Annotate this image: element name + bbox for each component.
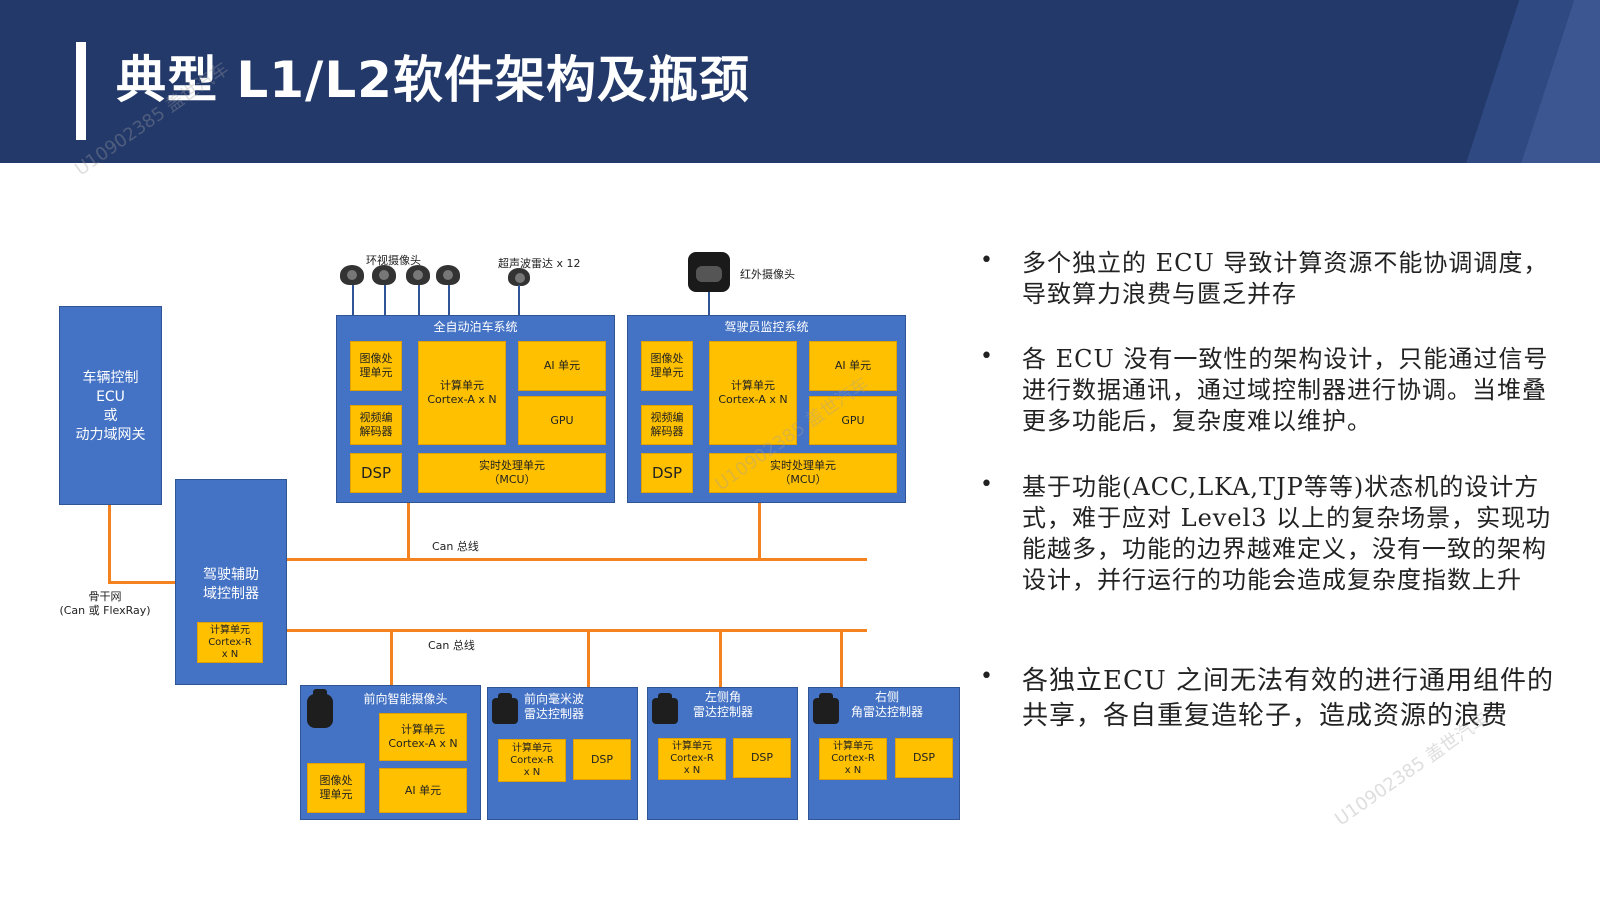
can-drop-line	[758, 503, 761, 559]
ultrasonic-label: 超声波雷达 x 12	[498, 257, 581, 270]
parking-mcu-cell: 实时处理单元 （MCU）	[418, 453, 606, 493]
adas-domain-controller-block: 驾驶辅助 域控制器 计算单元 Cortex-R x N	[175, 479, 287, 685]
driver-monitor-system-title: 驾驶员监控系统	[724, 320, 809, 334]
right-radar-block: 右侧 角雷达控制器 计算单元 Cortex-R x N DSP	[808, 687, 960, 820]
driver-monitor-system-block: 驾驶员监控系统 图像处 理单元 视频编 解码器 DSP 计算单元 Cortex-…	[627, 315, 906, 503]
adas-domain-controller-label: 驾驶辅助 域控制器	[203, 567, 259, 602]
can-bus-bottom-label: Can 总线	[428, 639, 475, 652]
front-radar-dsp-cell: DSP	[573, 739, 631, 780]
left-radar-title: 左侧角 雷达控制器	[692, 690, 753, 719]
vehicle-control-ecu-block: 车辆控制 ECU 或 动力域网关	[59, 306, 162, 505]
front-camera-ai-cell: AI 单元	[379, 768, 467, 813]
front-radar-title: 前向毫米波 雷达控制器	[524, 692, 585, 721]
camera-icon	[406, 265, 430, 285]
front-camera-title: 前向智能摄像头	[363, 692, 448, 706]
surround-camera-label: 环视摄像头	[366, 254, 421, 267]
parking-ai-cell: AI 单元	[518, 341, 606, 391]
front-camera-isp-cell: 图像处 理单元	[307, 763, 365, 813]
connector-line	[418, 285, 420, 315]
front-camera-block: 前向智能摄像头 计算单元 Cortex-A x N 图像处 理单元 AI 单元	[300, 685, 481, 820]
connector-line	[384, 285, 386, 315]
bullet-dot: •	[980, 472, 993, 497]
parking-dsp-cell: DSP	[350, 453, 402, 493]
left-radar-cpu-cell: 计算单元 Cortex-R x N	[658, 738, 726, 780]
left-radar-dsp-cell: DSP	[733, 738, 791, 778]
can-bus-bottom-line	[287, 629, 867, 632]
radar-sensor-icon	[652, 693, 678, 724]
monitor-gpu-cell: GPU	[809, 396, 897, 445]
camera-icon	[372, 265, 396, 285]
bottleneck-text: 各独立ECU 之间无法有效的进行通用组件的共享，各自重复造轮子，造成资源的浪费	[1022, 666, 1555, 731]
backbone-line	[108, 505, 111, 583]
title-accent-bar	[76, 42, 86, 140]
radar-sensor-icon	[813, 693, 839, 724]
right-radar-cpu-cell: 计算单元 Cortex-R x N	[819, 738, 887, 780]
parking-gpu-cell: GPU	[518, 396, 606, 445]
can-drop-line	[390, 629, 393, 687]
right-radar-dsp-cell: DSP	[895, 738, 953, 778]
bottleneck-text: 基于功能(ACC,LKA,TJP等等)状态机的设计方式，难于应对 Level3 …	[1022, 473, 1552, 594]
front-camera-icon	[307, 689, 333, 728]
connector-line	[352, 285, 354, 315]
monitor-ai-cell: AI 单元	[809, 341, 897, 391]
ultrasonic-sensor-icon	[508, 268, 530, 286]
right-radar-title: 右侧 角雷达控制器	[850, 690, 923, 719]
bottleneck-text: 多个独立的 ECU 导致计算资源不能协调调度，导致算力浪费与匮乏并存	[1022, 249, 1549, 308]
page-title: 典型 L1/L2软件架构及瓶颈	[116, 51, 750, 109]
left-radar-block: 左侧角 雷达控制器 计算单元 Cortex-R x N DSP	[647, 687, 798, 820]
connector-line	[518, 285, 520, 315]
parking-cpu-cell: 计算单元 Cortex-A x N	[418, 341, 506, 445]
front-camera-cpu-cell: 计算单元 Cortex-A x N	[379, 713, 467, 761]
monitor-dsp-cell: DSP	[641, 453, 693, 493]
can-bus-top-line	[287, 558, 867, 561]
bottleneck-text: 各 ECU 没有一致性的架构设计，只能通过信号进行数据通讯，通过域控制器进行协调…	[1022, 345, 1549, 435]
monitor-mcu-cell: 实时处理单元 （MCU）	[709, 453, 897, 493]
adas-cpu-cell: 计算单元 Cortex-R x N	[197, 622, 263, 663]
radar-sensor-icon	[492, 693, 518, 724]
front-radar-cpu-cell: 计算单元 Cortex-R x N	[498, 739, 566, 782]
monitor-codec-cell: 视频编 解码器	[641, 405, 693, 445]
backbone-label: 骨干网 (Can 或 FlexRay)	[59, 590, 151, 617]
camera-icon	[436, 265, 460, 285]
backbone-line	[108, 581, 176, 584]
front-radar-block: 前向毫米波 雷达控制器 计算单元 Cortex-R x N DSP	[487, 687, 638, 820]
auto-parking-system-title: 全自动泊车系统	[433, 320, 518, 334]
monitor-cpu-cell: 计算单元 Cortex-A x N	[709, 341, 797, 445]
bullet-dot: •	[980, 344, 993, 369]
monitor-isp-cell: 图像处 理单元	[641, 341, 693, 391]
bullet-dot: •	[980, 248, 993, 273]
can-bus-top-label: Can 总线	[432, 540, 479, 553]
can-drop-line	[840, 629, 843, 687]
connector-line	[708, 292, 710, 315]
bullet-dot: •	[980, 664, 993, 689]
header-banner	[0, 0, 1600, 163]
can-drop-line	[587, 629, 590, 687]
can-drop-line	[719, 629, 722, 687]
infrared-camera-icon	[688, 252, 730, 292]
connector-line	[448, 285, 450, 315]
can-drop-line	[407, 503, 410, 559]
camera-icon	[340, 265, 364, 285]
infrared-camera-label: 红外摄像头	[740, 268, 795, 281]
parking-codec-cell: 视频编 解码器	[350, 405, 402, 445]
auto-parking-system-block: 全自动泊车系统 图像处 理单元 视频编 解码器 DSP 计算单元 Cortex-…	[336, 315, 615, 503]
vehicle-control-ecu-label: 车辆控制 ECU 或 动力域网关	[75, 370, 146, 443]
parking-isp-cell: 图像处 理单元	[350, 341, 402, 391]
